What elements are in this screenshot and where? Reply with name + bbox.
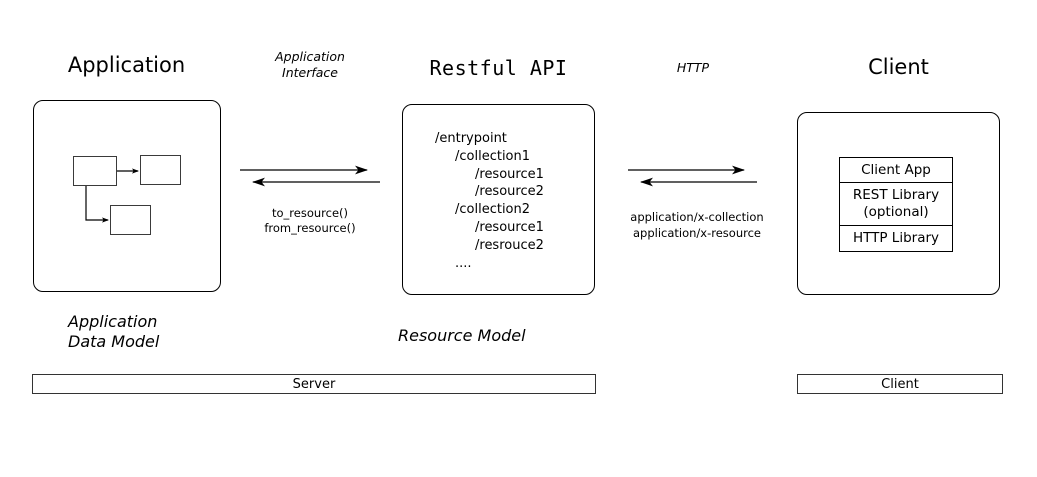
application-interface-title: Application Interface: [275, 49, 345, 80]
http-label-line2: application/x-resource: [632, 226, 761, 240]
api-resource-line: /collection2: [455, 202, 531, 218]
api-resource-line: /collection1: [455, 148, 531, 164]
app-interface-label-line2: from_resource(): [264, 221, 356, 235]
application-component-box-1: [73, 156, 117, 186]
application-component-box-2: [140, 155, 181, 185]
client-stack-cell: REST Library (optional): [839, 183, 953, 226]
client-column-title: Client: [868, 55, 929, 79]
client-stack-cell: HTTP Library: [839, 226, 953, 252]
http-link-title: HTTP: [676, 60, 710, 75]
application-box: [33, 100, 221, 292]
client-stack-cell: Client App: [839, 157, 953, 183]
application-column-title: Application: [67, 53, 186, 77]
api-resource-tree: /entrypoint/collection1/resource1/resour…: [403, 130, 596, 272]
application-interface-arrows: [240, 165, 380, 187]
resource-model-caption: Resource Model: [398, 326, 526, 345]
api-resource-line: /resource1: [475, 166, 544, 182]
app-interface-label-line1: to_resource(): [271, 206, 348, 220]
http-label-line1: application/x-collection: [630, 210, 764, 224]
api-resource-line: /entrypoint: [435, 131, 507, 146]
api-resource-line: /resrouce2: [475, 237, 544, 253]
client-bar: Client: [797, 374, 1003, 394]
application-internal-connectors: [85, 168, 139, 223]
client-bar-label: Client: [881, 376, 919, 392]
server-bar-label: Server: [292, 376, 336, 392]
application-data-model-caption: Application Data Model: [68, 312, 160, 351]
http-arrows: [628, 165, 757, 187]
restful-api-column-title: Restful API: [429, 56, 568, 80]
api-resource-line: /resource1: [475, 219, 544, 235]
restful-api-box: /entrypoint/collection1/resource1/resour…: [402, 104, 595, 295]
api-resource-line: ....: [455, 255, 472, 271]
api-resource-line: /resource2: [475, 184, 544, 200]
server-bar: Server: [32, 374, 596, 394]
application-component-box-3: [110, 205, 151, 235]
